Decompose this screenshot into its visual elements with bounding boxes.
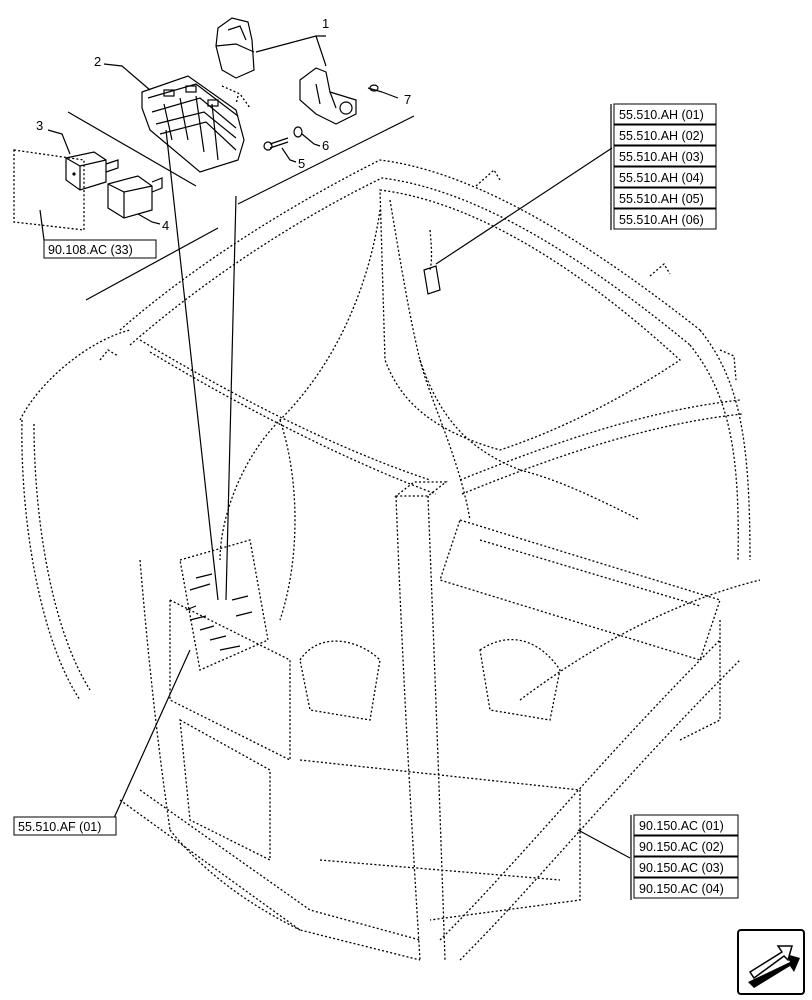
ref-relay[interactable]: 90.108.AC (33)	[48, 243, 133, 257]
callout-1: 1	[322, 16, 329, 31]
callout-2: 2	[94, 54, 101, 69]
callout-7: 7	[404, 92, 411, 107]
cab-ref-group: 90.150.AC (01) 90.150.AC (02) 90.150.AC …	[633, 814, 739, 899]
ref-cab-2[interactable]: 90.150.AC (02)	[639, 840, 724, 854]
callout-4: 4	[162, 218, 169, 233]
ref-cab-3[interactable]: 90.150.AC (03)	[639, 861, 724, 875]
relay-part-3	[65, 151, 119, 191]
leader-2	[103, 63, 151, 91]
fuse-box-part-2	[141, 75, 245, 173]
cab-frame	[19, 159, 761, 961]
separator-3	[85, 227, 219, 301]
ref-box-harness-6	[613, 208, 717, 230]
callout-6: 6	[322, 138, 329, 153]
fuse-box-guide	[221, 85, 251, 109]
cover-part-1b	[299, 67, 357, 125]
ref-box-harness-4	[613, 166, 717, 188]
ref-cab-1[interactable]: 90.150.AC (01)	[639, 819, 724, 833]
washer-part-6	[293, 126, 303, 138]
ref-cab-4[interactable]: 90.150.AC (04)	[639, 882, 724, 896]
ref-harness-2[interactable]: 55.510.AH (02)	[619, 129, 704, 143]
separator-2	[237, 115, 415, 205]
ref-box-harness-5	[613, 187, 717, 209]
ref-harness-4[interactable]: 55.510.AH (04)	[619, 171, 704, 185]
cover-part-1a	[215, 17, 255, 79]
leader-fusebox-ref	[113, 649, 191, 819]
ref-harness-3[interactable]: 55.510.AH (03)	[619, 150, 704, 164]
leader-1b	[315, 35, 327, 67]
ref-box-harness-1	[613, 103, 717, 125]
harness-connector-roof	[423, 229, 441, 295]
leader-5	[281, 147, 297, 163]
ref-box-cab-2	[633, 835, 739, 857]
separator-1	[67, 111, 197, 187]
callout-5: 5	[298, 156, 305, 171]
ref-fusebox[interactable]: 55.510.AF (01)	[18, 820, 101, 834]
leader-6	[301, 133, 321, 147]
relay-part-4	[107, 175, 163, 219]
ref-box-harness-2	[613, 124, 717, 146]
leader-cab-ref	[577, 829, 631, 859]
ref-box-cab-3	[633, 856, 739, 878]
callout-3: 3	[36, 118, 43, 133]
harness-ref-group: 55.510.AH (01) 55.510.AH (02) 55.510.AH …	[613, 103, 717, 230]
screw-part-5	[263, 137, 289, 151]
leader-7	[381, 91, 399, 99]
leader-3	[47, 129, 71, 155]
leader-4	[137, 213, 161, 225]
relay-panel-outline	[13, 149, 85, 231]
ref-harness-1[interactable]: 55.510.AH (01)	[619, 108, 704, 122]
ref-box-cab-1	[633, 814, 739, 836]
ref-harness-5[interactable]: 55.510.AH (05)	[619, 192, 704, 206]
screw-part-7	[367, 84, 383, 93]
arrow-icon[interactable]	[737, 929, 805, 995]
ref-box-cab-4	[633, 877, 739, 899]
ref-box-fusebox	[13, 816, 117, 836]
leader-harness-ref	[435, 147, 613, 265]
leader-fusebox-detail-a	[165, 129, 219, 601]
ref-box-harness-3	[613, 145, 717, 167]
fuse-box-installed	[179, 539, 269, 671]
ref-box-relay	[43, 239, 157, 259]
ref-harness-6[interactable]: 55.510.AH (06)	[619, 213, 704, 227]
leader-1a	[255, 35, 326, 53]
leader-relay-ref	[39, 209, 45, 241]
